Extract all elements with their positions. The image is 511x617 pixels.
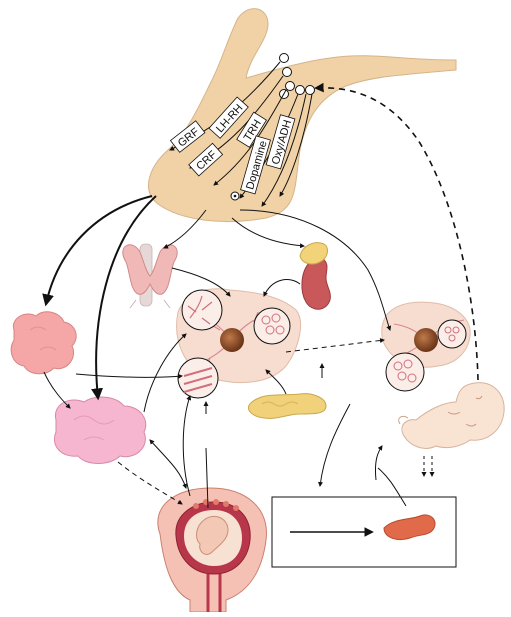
milk-duct-detail (181, 289, 291, 345)
breast-tissue (176, 288, 302, 399)
uterus-fetus (157, 487, 267, 613)
ovary (10, 311, 77, 375)
breast-lactating (381, 301, 471, 392)
neuron-cell-bodies (279, 53, 315, 99)
pituitary-hypothalamus (148, 8, 457, 223)
infant (398, 382, 505, 449)
inhibit-symbol (230, 191, 240, 201)
hormone-arrows (42, 82, 479, 509)
adrenal-kidney (299, 242, 331, 310)
thyroid-gland (122, 243, 178, 309)
placenta-organ (54, 396, 147, 464)
pancreas (248, 393, 327, 419)
legend-box (271, 496, 457, 568)
muscle-detail (177, 357, 219, 399)
